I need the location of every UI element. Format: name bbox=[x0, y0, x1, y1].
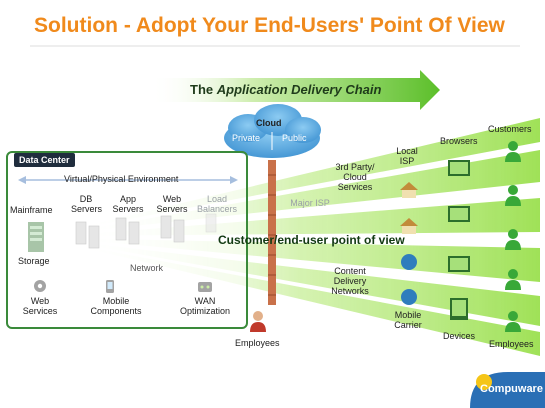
mainframe-label: Mainframe bbox=[10, 205, 53, 215]
storage-label: Storage bbox=[18, 256, 50, 266]
person-icon-column bbox=[505, 141, 521, 332]
cloud-icon bbox=[224, 104, 321, 158]
major-isp-label: Major ISP bbox=[290, 198, 330, 208]
db-servers-label: DB Servers bbox=[71, 194, 103, 214]
compuware-logo bbox=[470, 372, 545, 408]
environment-label: Virtual/Physical Environment bbox=[64, 174, 179, 184]
data-center-box bbox=[6, 151, 248, 329]
person-icon bbox=[250, 311, 266, 332]
devices-label: Devices bbox=[443, 331, 476, 341]
firewall-column bbox=[268, 160, 276, 305]
globe-icon bbox=[401, 254, 417, 305]
mobile-carrier-label: Mobile Carrier bbox=[394, 310, 422, 330]
delivery-chain-label: The Application Delivery Chain bbox=[190, 82, 381, 97]
delivery-chain-prefix: The bbox=[190, 82, 217, 97]
employees-left-label: Employees bbox=[235, 338, 280, 348]
mobile-components-label: Mobile Components bbox=[90, 296, 142, 316]
monitor-icon bbox=[448, 160, 470, 320]
customer-view-label: Customer/end-user point of view bbox=[218, 233, 405, 247]
house-icon bbox=[400, 182, 418, 234]
delivery-chain-italic: Application Delivery Chain bbox=[216, 82, 382, 97]
web-services-label: Web Services bbox=[22, 296, 58, 316]
page-title: Solution - Adopt Your End-Users' Point O… bbox=[34, 14, 505, 37]
cloud-title: Cloud bbox=[256, 118, 282, 128]
browsers-label: Browsers bbox=[440, 136, 478, 146]
local-isp-label: Local ISP bbox=[396, 146, 418, 166]
cloud-public-label: Public bbox=[282, 133, 307, 143]
customers-label: Customers bbox=[488, 124, 532, 134]
data-center-title: Data Center bbox=[14, 153, 75, 167]
employees-right-label: Employees bbox=[489, 339, 534, 349]
delivery-chain-arrow bbox=[150, 70, 440, 110]
network-label: Network bbox=[130, 263, 164, 273]
web-servers-label: Web Servers bbox=[156, 194, 188, 214]
third-party-label: 3rd Party/ Cloud Services bbox=[335, 162, 375, 192]
logo-text: Compuware bbox=[480, 383, 543, 395]
wan-optimization-label: WAN Optimization bbox=[179, 296, 231, 316]
cloud-private-label: Private bbox=[232, 133, 261, 143]
content-delivery-label: Content Delivery Networks bbox=[331, 266, 369, 296]
app-servers-label: App Servers bbox=[112, 194, 144, 214]
load-balancers-label: Load Balancers bbox=[196, 194, 238, 214]
